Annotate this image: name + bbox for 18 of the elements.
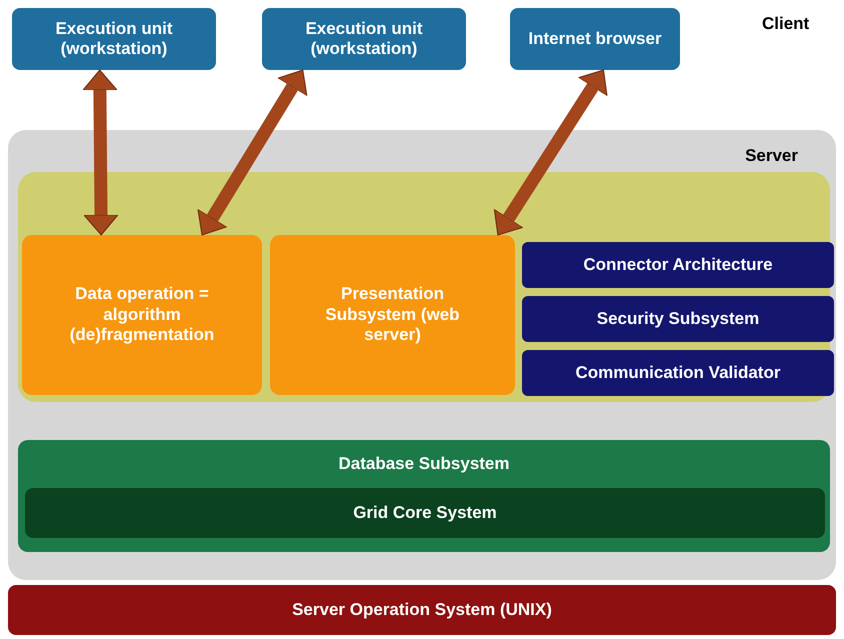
section-label: Server [745, 146, 798, 166]
module-bar: Connector Architecture [522, 242, 834, 288]
module-bar: Communication Validator [522, 350, 834, 396]
section-label: Database Subsystem [338, 454, 510, 474]
subsystem-box: Presentation Subsystem (web server) [270, 235, 515, 395]
module-bar: Security Subsystem [522, 296, 834, 342]
section-label: Client [762, 14, 810, 34]
os-bar: Server Operation System (UNIX) [8, 585, 836, 635]
double-arrow [82, 70, 119, 236]
client-box: Execution unit (workstation) [12, 8, 216, 70]
double-arrow [494, 70, 608, 236]
client-box: Execution unit (workstation) [262, 8, 466, 70]
core-system-bar: Grid Core System [25, 488, 825, 538]
server-panel [8, 130, 836, 580]
double-arrow [197, 70, 308, 236]
subsystem-box: Data operation = algorithm (de)fragmentation [22, 235, 262, 395]
database-panel [18, 440, 830, 552]
client-box: Internet browser [510, 8, 680, 70]
